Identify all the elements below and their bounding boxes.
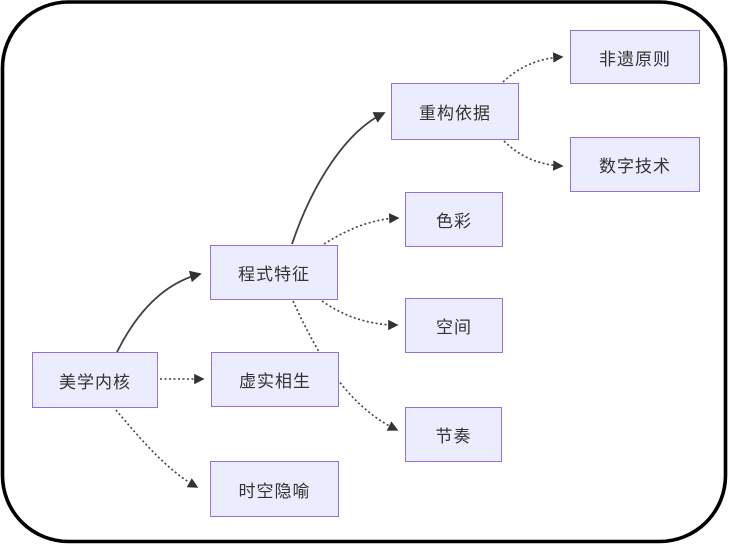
edge-stylized-features-to-color [323,213,400,245]
node-label: 虚实相生 [239,372,311,391]
node-rhythm: 节奏 [405,407,502,462]
edge-reconstruction-basis-to-heritage-principles [502,52,564,83]
node-label: 美学内核 [59,372,131,392]
node-label: 重构依据 [419,104,491,123]
edge-aesthetic-core-to-stylized-features [116,270,202,353]
node-color: 色彩 [405,192,503,247]
edge-stylized-features-to-rhythm [292,300,399,431]
node-label: 色彩 [436,212,472,231]
node-spacetime-metaphor: 时空隐喻 [210,461,339,517]
edge-stylized-features-to-reconstruction-basis [291,112,386,245]
node-reconstruction-basis: 重构依据 [391,83,519,140]
node-label: 节奏 [435,427,472,446]
node-stylized-features: 程式特征 [210,245,338,300]
node-heritage-principles: 非遗原则 [570,30,700,84]
node-label: 时空隐喻 [238,481,311,501]
node-virtual-real: 虚实相生 [211,352,339,407]
node-label: 数字技术 [599,157,671,176]
node-aesthetic-core: 美学内核 [32,352,158,408]
node-space: 空间 [405,298,503,353]
edge-reconstruction-basis-to-digital-tech [503,140,564,171]
node-label: 非遗原则 [599,49,671,69]
node-digital-tech: 数字技术 [570,137,700,192]
node-label: 程式特征 [238,265,310,284]
edge-aesthetic-core-to-spacetime-metaphor [115,409,199,488]
edge-stylized-features-to-space [321,300,399,331]
node-label: 空间 [436,318,472,337]
